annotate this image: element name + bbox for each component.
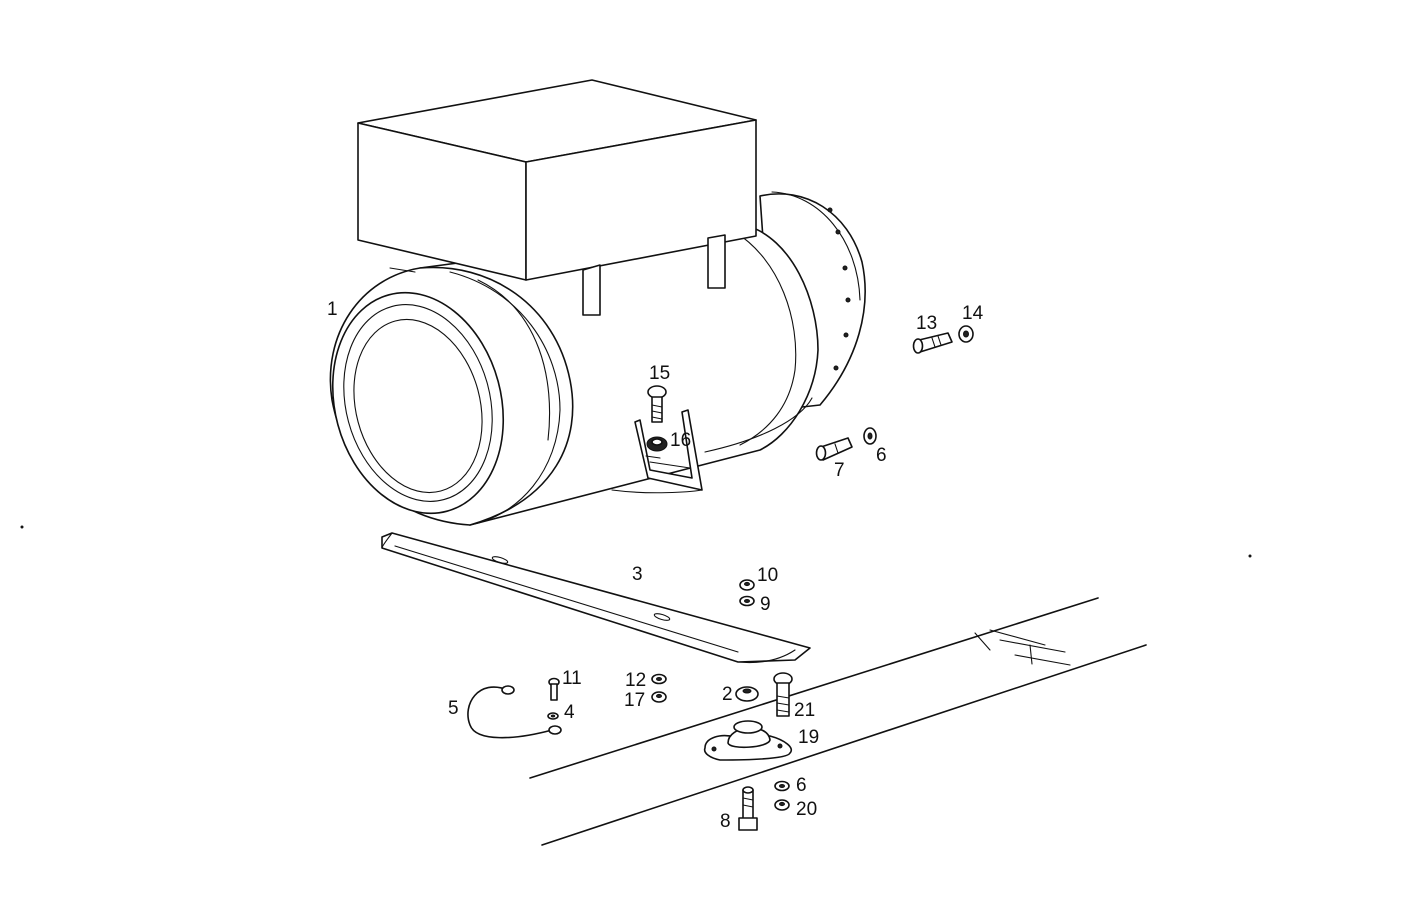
callout-10: 10 xyxy=(757,565,778,586)
ground-strap-5 xyxy=(467,685,562,739)
callout-14: 14 xyxy=(962,303,984,324)
nut-12 xyxy=(651,673,667,685)
callout-16: 16 xyxy=(670,430,691,451)
washer-14 xyxy=(958,325,974,343)
callout-11: 11 xyxy=(562,668,582,689)
callout-5: 5 xyxy=(448,698,459,719)
callout-7: 7 xyxy=(834,460,845,481)
rubber-mount-19 xyxy=(703,720,792,761)
callout-1: 1 xyxy=(327,299,338,320)
callout-17: 17 xyxy=(624,690,645,711)
callout-2: 2 xyxy=(722,684,733,705)
callout-19: 19 xyxy=(798,727,819,748)
callout-8: 8 xyxy=(720,811,731,832)
callout-labels: 1 15 16 13 14 7 6 3 10 9 11 12 17 2 5 4 … xyxy=(327,299,984,832)
nut-10 xyxy=(739,579,755,591)
bolt-15 xyxy=(647,385,667,423)
bolt-13 xyxy=(912,332,953,354)
bolt-21 xyxy=(773,672,793,717)
washer-9 xyxy=(739,595,755,607)
base-plate xyxy=(381,532,811,664)
frame-rails xyxy=(529,597,1147,846)
callout-13: 13 xyxy=(916,313,937,334)
washer-6-upper xyxy=(863,427,877,445)
callout-6-upper: 6 xyxy=(876,445,887,466)
bolt-8 xyxy=(738,786,758,831)
callout-15: 15 xyxy=(649,363,670,384)
washer-17 xyxy=(651,691,667,703)
callout-3: 3 xyxy=(632,564,643,585)
spacer-2 xyxy=(735,686,759,702)
washer-4 xyxy=(547,712,559,720)
washer-6-lower xyxy=(774,780,790,792)
callout-4: 4 xyxy=(564,702,575,723)
callout-20: 20 xyxy=(796,799,817,820)
bolt-7 xyxy=(815,437,853,461)
callout-9: 9 xyxy=(760,594,771,615)
callout-6-lower: 6 xyxy=(796,775,807,796)
callout-21: 21 xyxy=(794,700,815,721)
screw-11 xyxy=(548,677,560,701)
generator-assembly xyxy=(329,79,866,526)
callout-12: 12 xyxy=(625,670,646,691)
washer-20 xyxy=(774,799,790,811)
